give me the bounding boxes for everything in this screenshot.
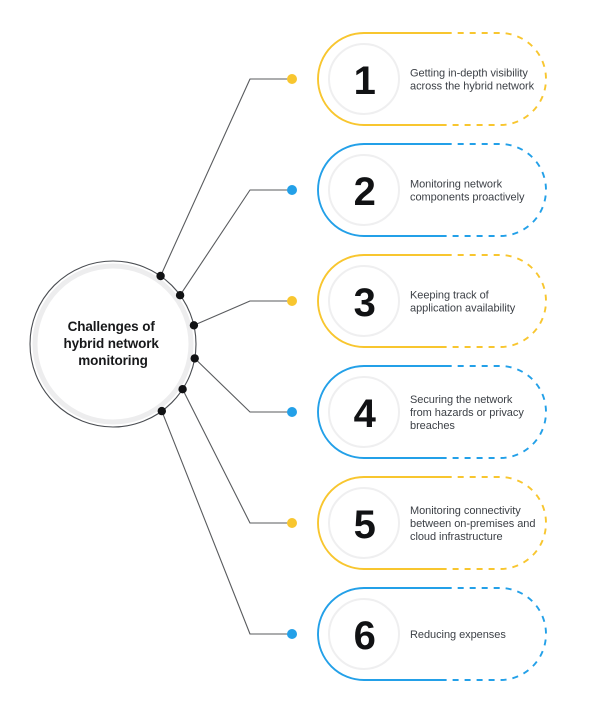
hub-edge-dots-group [156,271,199,416]
card-border-dashed-1 [445,32,547,126]
card-text-line-1-0: Getting in-depth visibility [410,68,528,80]
card-border-solid-5 [317,476,447,570]
connector-line-3 [193,300,293,326]
hub-dot-4 [190,354,199,363]
hub-label: Challenges of hybrid network monitoring [63,319,162,368]
connector-end-dot-6 [287,629,297,639]
connector-end-dot-4 [287,407,297,417]
hub-inner-ring [32,263,194,425]
hub-dot-6 [157,406,166,416]
card-border-solid-3 [317,254,447,348]
connector-end-dot-1 [287,74,297,84]
card-text-6: Reducing expenses [410,629,506,641]
card-border-solid-2 [317,143,447,237]
hub-label-line-2: monitoring [78,353,148,368]
card-border-dashed-2 [445,143,547,237]
card-text-line-6-0: Reducing expenses [410,629,506,641]
card-number-ring-6 [328,598,400,670]
card-border-dashed-5 [445,476,547,570]
card-number-ring-3 [328,265,400,337]
card-text-line-4-2: breaches [410,420,455,432]
connector-end-dot-2 [287,185,297,195]
connector-line-4 [194,357,293,413]
card-number-3: 3 [354,281,375,325]
hub-dot-1 [156,271,165,281]
card-number-ring-1 [328,43,400,115]
hub-label-line-0: Challenges of [68,319,156,334]
card-text-line-2-1: components proactively [410,192,525,204]
connector-end-dots-group [287,74,297,639]
card-text-line-3-0: Keeping track of [410,290,490,302]
card-number-ring-5 [328,487,400,559]
card-number-4: 4 [354,392,377,436]
card-border-dashed-6 [445,587,547,681]
card-border-solid-1 [317,32,447,126]
card-number-ring-2 [328,154,400,226]
hub-outer-ring [29,260,197,428]
connector-line-1 [160,78,293,277]
hub-dot-2 [175,291,185,300]
connector-lines-group [160,78,293,635]
connector-end-dot-3 [287,296,297,306]
connector-line-6 [161,410,293,635]
card-number-6: 6 [354,614,375,658]
card-number-5: 5 [354,503,376,547]
connector-line-2 [179,189,293,296]
card-number-ring-4 [328,376,400,448]
hub-node: Challenges of hybrid network monitoring [29,260,197,428]
card-border-dashed-4 [445,365,547,459]
card-text-line-2-0: Monitoring network [410,179,503,191]
connector-end-dot-5 [287,518,297,528]
challenge-card-6[interactable]: 6 Reducing expenses [317,587,547,681]
card-border-dashed-3 [445,254,547,348]
hub-dot-5 [178,385,187,394]
card-text-line-5-0: Monitoring connectivity [410,505,521,517]
card-text-line-5-1: between on-premises and [410,518,535,530]
card-number-2: 2 [354,170,375,214]
card-text-line-3-1: application availability [410,303,516,315]
card-text-line-1-1: across the hybrid network [410,81,535,93]
hub-label-line-1: hybrid network [63,336,159,351]
card-text-line-4-1: from hazards or privacy [410,407,524,419]
card-border-solid-6 [317,587,447,681]
card-text-line-4-0: Securing the network [410,394,513,406]
card-border-solid-4 [317,365,447,459]
hub-dot-3 [189,321,199,330]
connector-line-5 [182,388,293,524]
card-text-line-5-2: cloud infrastructure [410,531,503,543]
card-number-1: 1 [354,59,376,103]
